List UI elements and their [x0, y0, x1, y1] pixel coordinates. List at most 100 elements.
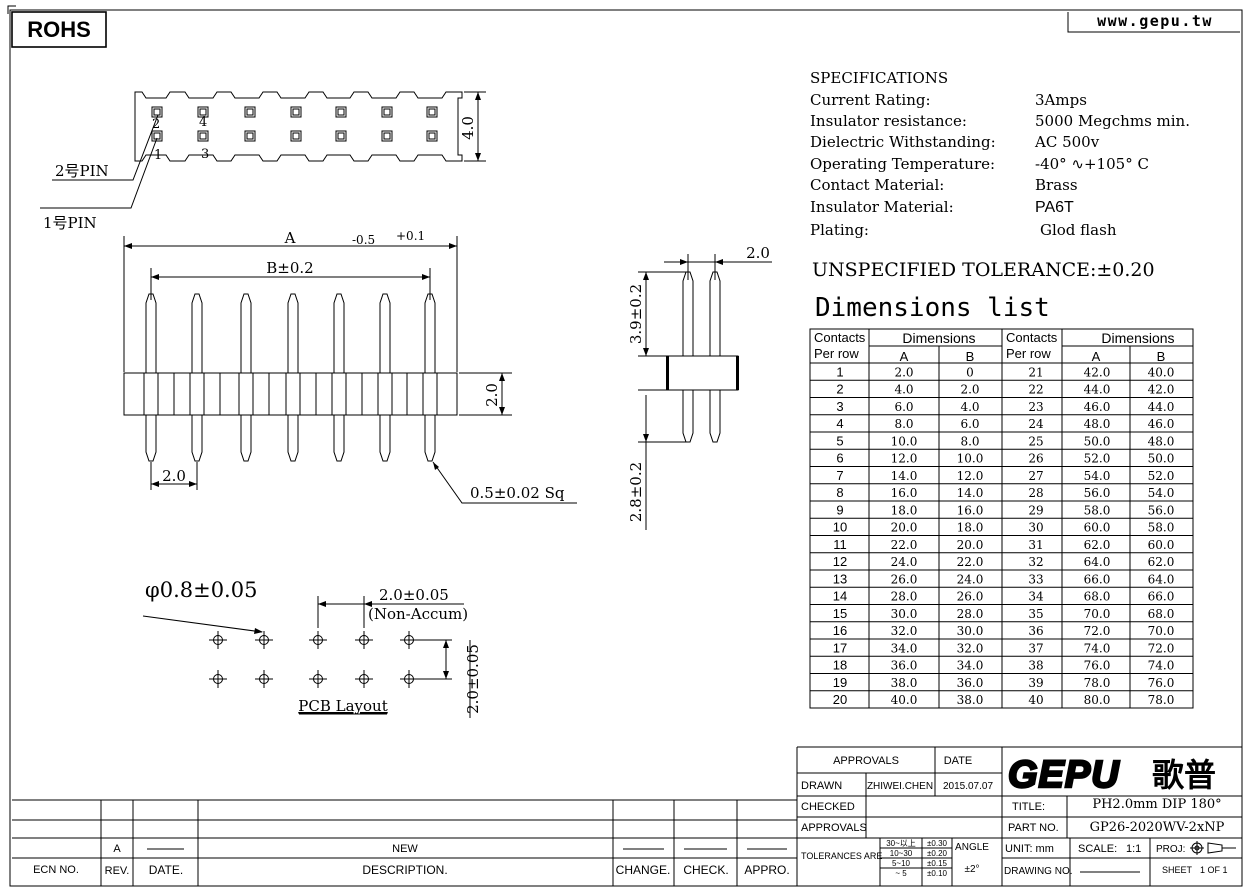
dl-cell: 66.0	[1084, 572, 1111, 586]
front-pin	[285, 293, 301, 462]
dl-cell: 42.0	[1148, 383, 1175, 397]
dl-cell: 76.0	[1084, 659, 1111, 673]
tol-range: 30~以上	[886, 839, 916, 848]
dl-cell: 25	[1028, 434, 1043, 448]
top-num-1: 1	[154, 148, 162, 163]
spec-tolerance: UNSPECIFIED TOLERANCE:±0.20	[812, 259, 1155, 281]
dl-cell: 15	[833, 606, 847, 621]
pin1-label: 1号PIN	[43, 214, 97, 232]
pcb-layout: φ0.8±0.05 2.0±0.05 (Non-Accum) 2.0±0.05 …	[142, 578, 482, 718]
pin2-label: 2号PIN	[55, 162, 109, 180]
top-view: 2 4 1 3 2号PIN 1号PIN 4.0	[40, 91, 486, 232]
dl-head-a-2: A	[1092, 349, 1101, 364]
tol-range: 10~30	[890, 849, 913, 858]
dl-cell: 9	[836, 502, 843, 517]
dl-cell: 40.0	[1148, 365, 1175, 379]
dl-cell: 70.0	[1084, 607, 1111, 621]
dl-cell: 38.0	[891, 676, 918, 690]
rev-value: A	[113, 843, 121, 855]
dl-cell: 26.0	[891, 572, 918, 586]
dl-head-b-1: B	[966, 349, 975, 364]
dl-cell: 46.0	[1084, 400, 1111, 414]
pcb-pitch-dim: 2.0±0.05	[379, 586, 449, 604]
spec-label: Insulator resistance:	[810, 112, 967, 130]
tb-drawn: DRAWN	[801, 780, 842, 792]
dl-cell: 6.0	[894, 400, 913, 414]
dl-head-a-1: A	[900, 349, 909, 364]
dl-cell: 31	[1028, 538, 1043, 552]
body-height-dim: 2.0	[483, 383, 501, 407]
pcb-hole-dim: φ0.8±0.05	[145, 578, 257, 602]
dl-cell: 40.0	[891, 693, 918, 707]
dl-cell: 12.0	[957, 469, 984, 483]
dl-cell: 2.0	[960, 383, 979, 397]
dl-cell: 36.0	[957, 676, 984, 690]
tb-title-value: PH2.0mm DIP 180°	[1092, 797, 1221, 812]
dl-cell: 62.0	[1084, 538, 1111, 552]
spec-label: Current Rating:	[810, 91, 931, 109]
dl-cell: 5	[836, 433, 843, 448]
pcb-caption: PCB Layout	[298, 697, 387, 715]
dl-cell: 10.0	[891, 434, 918, 448]
dl-cell: 68.0	[1148, 607, 1175, 621]
front-view: A -0.5 +0.1 B±0.2 2.0 2.0 0.5±0.02 Sq	[123, 229, 577, 504]
dl-cell: 78.0	[1148, 693, 1175, 707]
dl-cell: 37	[1028, 641, 1043, 655]
sheet-border	[9, 9, 1243, 887]
dl-cell: 0	[966, 365, 974, 379]
dl-cell: 28.0	[957, 607, 984, 621]
dl-cell: 11	[833, 537, 847, 552]
dl-cell: 13	[833, 571, 847, 586]
front-pin	[331, 293, 347, 462]
dl-cell: 14.0	[891, 469, 918, 483]
tb-sheet: SHEET	[1162, 865, 1193, 875]
tb-scale-label: SCALE:	[1078, 843, 1117, 855]
dimensions-table: Contacts Per row Dimensions A B Contacts…	[809, 328, 1194, 709]
front-pin	[377, 293, 393, 462]
dl-cell: 2.0	[894, 365, 913, 379]
dl-cell: 40	[1028, 693, 1043, 707]
dl-cell: 18.0	[957, 521, 984, 535]
dl-cell: 74.0	[1148, 659, 1175, 673]
dl-cell: 38.0	[957, 693, 984, 707]
dl-cell: 48.0	[1148, 434, 1175, 448]
tb-tolerances-are: TOLERANCES ARE	[801, 851, 882, 861]
dl-cell: 16.0	[891, 486, 918, 500]
dl-cell: 66.0	[1148, 590, 1175, 604]
top-pin-pad	[151, 106, 163, 118]
dl-head-b-2: B	[1157, 349, 1166, 364]
side-pitch-dim: 2.0	[746, 244, 770, 262]
top-pin-pad	[244, 130, 256, 142]
dl-cell: 28	[1028, 486, 1043, 500]
dl-cell: 48.0	[1084, 417, 1111, 431]
spec-label: Operating Temperature:	[810, 155, 995, 173]
tb-unit: UNIT: mm	[1005, 843, 1054, 855]
pcb-hole-icon	[255, 631, 273, 649]
dl-cell: 22.0	[957, 555, 984, 569]
pcb-row-pitch-dim: 2.0±0.05	[464, 644, 482, 714]
dl-cell: 46.0	[1148, 417, 1175, 431]
tb-sheet-value: 1 OF 1	[1200, 865, 1228, 875]
pcb-hole-icon	[309, 631, 327, 649]
dl-cell: 72.0	[1084, 624, 1111, 638]
header-body	[123, 372, 458, 416]
projection-symbol-icon	[1190, 841, 1236, 855]
spec-value: PA6T	[1035, 199, 1074, 216]
front-pin	[189, 293, 205, 462]
tol-value: ±0.15	[927, 859, 948, 868]
front-pitch-dim: 2.0	[162, 467, 186, 485]
dl-cell: 18	[833, 658, 847, 673]
tol-value: ±0.10	[927, 869, 948, 878]
spec-value: AC 500v	[1034, 133, 1100, 151]
dl-cell: 4.0	[960, 400, 979, 414]
rev-change-head: CHANGE.	[616, 863, 671, 877]
tol-value: ±0.20	[927, 849, 948, 858]
dl-cell: 33	[1028, 572, 1043, 586]
top-pin-pad	[151, 130, 163, 142]
dl-cell: 34.0	[957, 659, 984, 673]
dl-cell: 44.0	[1084, 383, 1111, 397]
tb-part-value: GP26-2020WV-2xNP	[1090, 820, 1225, 835]
dl-cell: 42.0	[1084, 365, 1111, 379]
tb-part-label: PART NO.	[1008, 822, 1059, 834]
rev-date-head: DATE.	[149, 863, 183, 877]
